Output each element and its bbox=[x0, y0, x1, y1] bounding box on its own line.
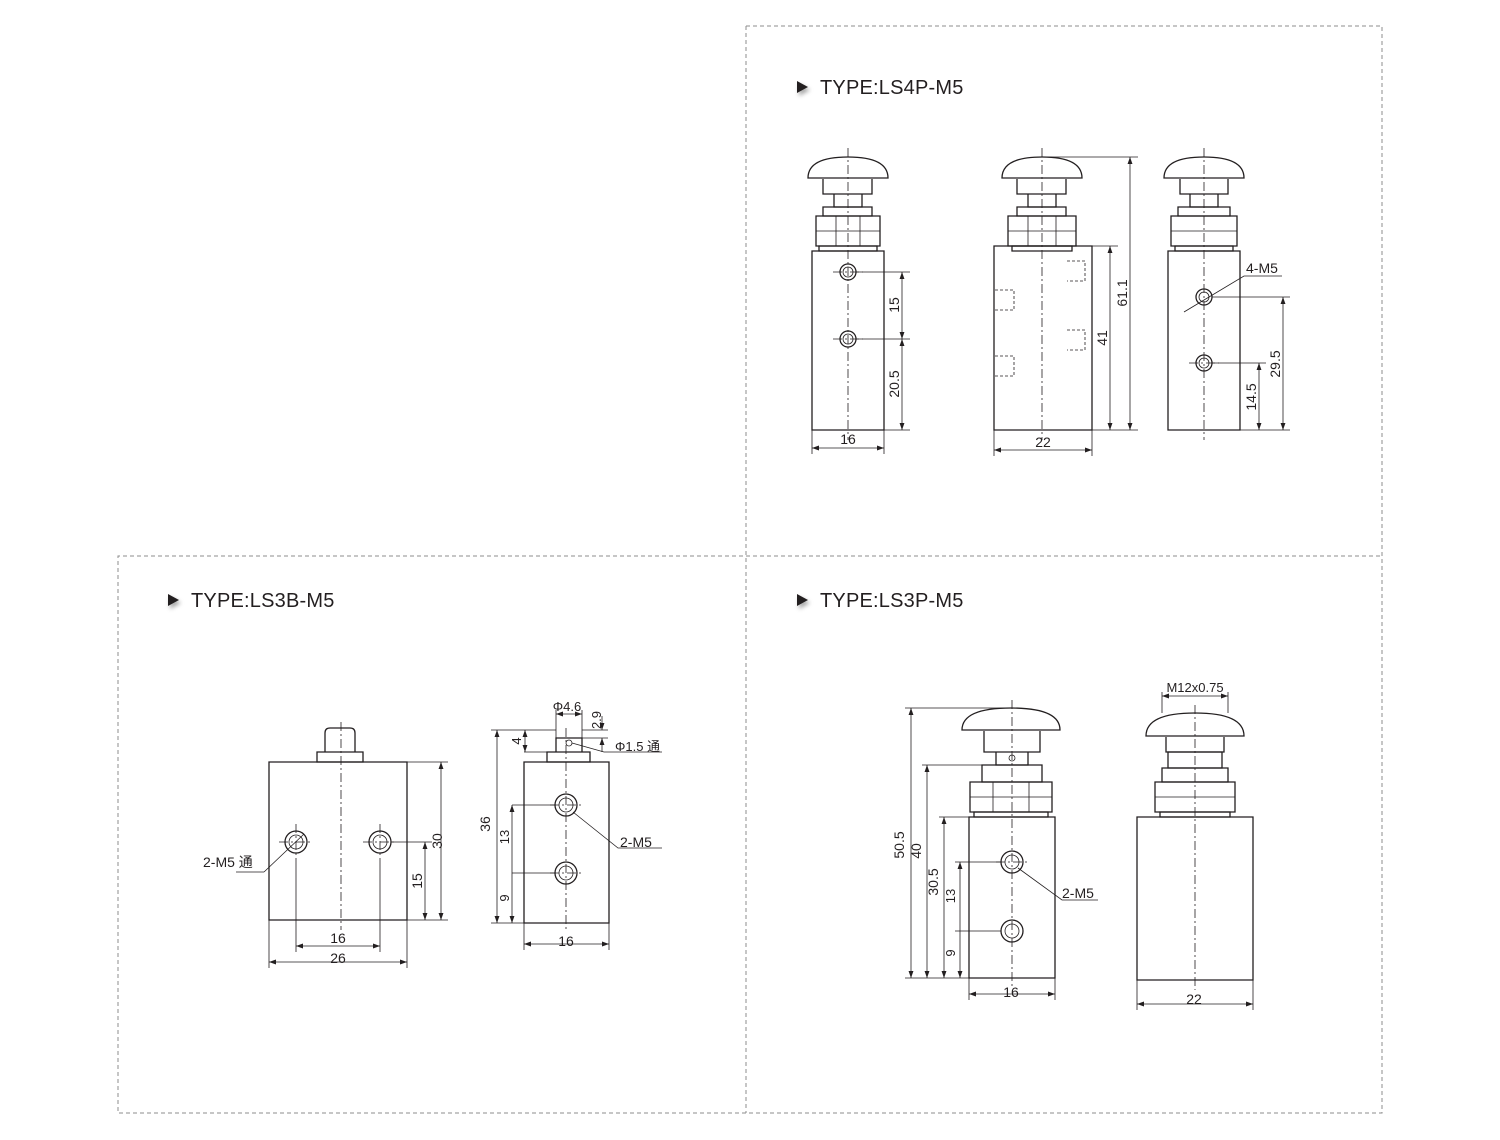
ls4p-port-callout: 4-M5 bbox=[1246, 260, 1278, 276]
dim-pin-hole: Φ1.5 通 bbox=[615, 739, 660, 754]
dim-height-30-5: 30.5 bbox=[925, 868, 941, 895]
dim-side-width: 16 bbox=[558, 933, 574, 949]
dim-width: 26 bbox=[330, 950, 346, 966]
ls3p-port-callout: 2-M5 bbox=[1062, 885, 1094, 901]
ls3b-side-callout: 2-M5 bbox=[620, 834, 652, 850]
ls4p-side-dimensions: 61.1 41 22 bbox=[993, 156, 1138, 456]
dim-side-body-height: 41 bbox=[1094, 330, 1110, 346]
triangle-bullet-icon bbox=[797, 594, 808, 606]
ls4p-side-view bbox=[993, 148, 1093, 440]
dim-plunger-dia: Φ4.6 bbox=[553, 699, 581, 714]
ls3b-port-callout: 2-M5 通 bbox=[203, 854, 253, 870]
ls3p-front-view bbox=[961, 700, 1061, 988]
ls3b-front-dimensions: 2-M5 通 30 15 16 26 bbox=[203, 761, 448, 968]
ls4p-front-view bbox=[807, 148, 889, 440]
ls4p-front-dimensions: 15 20.5 16 bbox=[811, 271, 910, 454]
dim-side-total-height: 61.1 bbox=[1114, 279, 1130, 306]
ls4p-title-text: TYPE:LS4P-M5 bbox=[820, 77, 964, 99]
ls3p-side-dimensions: M12x0.75 22 bbox=[1136, 680, 1254, 1010]
dim-hole-bottom: 9 bbox=[943, 949, 958, 956]
panel-frames bbox=[117, 25, 1383, 1114]
ls3b-title-text: TYPE:LS3B-M5 bbox=[191, 590, 335, 612]
dim-plunger-height: 4 bbox=[509, 737, 524, 744]
dim-thread: M12x0.75 bbox=[1166, 680, 1223, 695]
ls3p-title: TYPE:LS3P-M5 bbox=[797, 590, 964, 613]
ls3b-side-view bbox=[523, 728, 610, 932]
dim-plunger-travel: 2.9 bbox=[589, 711, 604, 729]
dim-height: 30 bbox=[429, 833, 445, 849]
dim-right-upper-hole: 29.5 bbox=[1267, 350, 1283, 377]
dim-front-hole-bottom: 20.5 bbox=[886, 370, 902, 397]
dim-hole-height: 15 bbox=[409, 873, 425, 889]
ls3p-front-dimensions: 50.5 40 30.5 13 9 2-M5 16 bbox=[891, 707, 1098, 1000]
dim-front-hole-pitch: 15 bbox=[886, 297, 902, 313]
dim-front-width: 16 bbox=[840, 431, 856, 447]
dim-height-40: 40 bbox=[908, 843, 924, 859]
dim-front-width: 16 bbox=[1003, 984, 1019, 1000]
dim-hole-pitch: 16 bbox=[330, 930, 346, 946]
ls3b-title: TYPE:LS3B-M5 bbox=[168, 590, 335, 613]
triangle-bullet-icon bbox=[797, 81, 808, 93]
dim-hole-pitch: 13 bbox=[943, 889, 958, 903]
ls4p-right-dimensions: 4-M5 29.5 14.5 bbox=[1183, 260, 1290, 431]
dim-right-lower-hole: 14.5 bbox=[1243, 383, 1259, 410]
ls3p-title-text: TYPE:LS3P-M5 bbox=[820, 590, 964, 612]
dim-side-width: 22 bbox=[1186, 991, 1202, 1007]
ls3p-side-view bbox=[1136, 705, 1254, 990]
dim-total-height: 36 bbox=[477, 816, 493, 832]
dim-side-hole-pitch: 13 bbox=[497, 830, 512, 844]
ls3b-side-dimensions: Φ4.6 2.9 4 Φ1.5 通 36 13 9 2-M5 16 bbox=[477, 699, 662, 950]
dim-side-hole-bottom: 9 bbox=[497, 894, 512, 901]
dim-side-width: 22 bbox=[1035, 434, 1051, 450]
triangle-bullet-icon bbox=[168, 594, 179, 606]
ls4p-right-view bbox=[1163, 148, 1245, 440]
ls3b-front-view bbox=[268, 722, 408, 930]
ls4p-title: TYPE:LS4P-M5 bbox=[797, 77, 964, 100]
dim-total-height: 50.5 bbox=[891, 831, 907, 858]
